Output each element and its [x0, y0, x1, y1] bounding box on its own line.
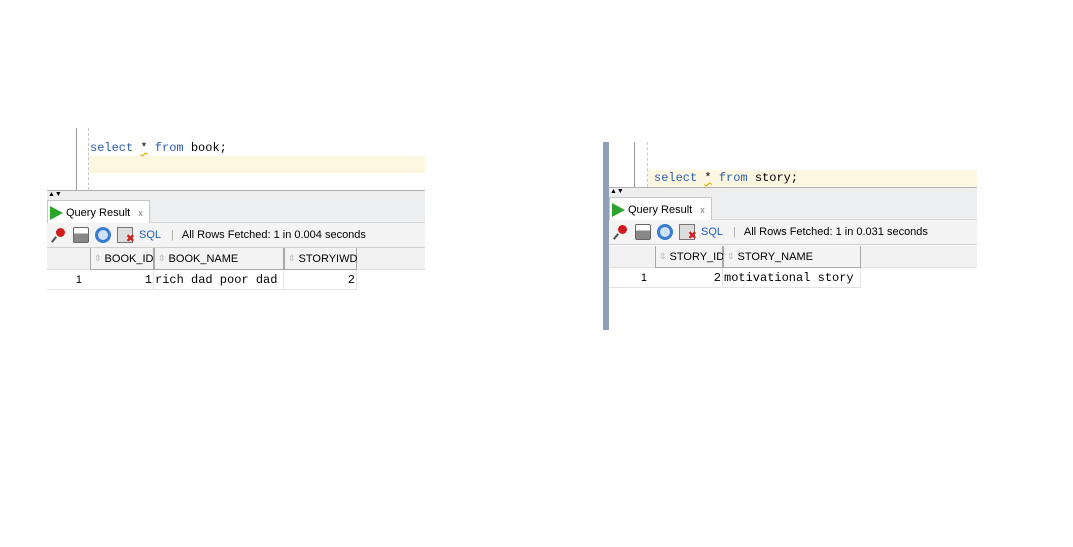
table-row[interactable]: 1 2 motivational story: [609, 268, 861, 288]
column-label: STORY_ID: [669, 250, 725, 263]
divider: |: [171, 229, 174, 241]
tab-label: Query Result: [628, 203, 693, 216]
tab-label: Query Result: [66, 206, 131, 219]
current-line-highlight: [89, 156, 425, 173]
current-line-highlight: [648, 170, 977, 187]
sort-icon: ⇳: [288, 253, 296, 263]
column-header[interactable]: ⇳STORY_ID: [655, 246, 725, 268]
pin-icon[interactable]: [51, 227, 67, 243]
sort-icon: ⇳: [94, 253, 102, 263]
column-label: STORYIWD: [298, 252, 358, 265]
table-name: story;: [747, 171, 799, 185]
delete-icon[interactable]: [679, 224, 697, 242]
sort-icon: ⇳: [158, 253, 166, 263]
column-label: BOOK_NAME: [168, 252, 239, 265]
sort-icon: ⇳: [659, 251, 667, 261]
splitter-arrows[interactable]: ▲▼: [609, 187, 977, 195]
column-header[interactable]: ⇳BOOK_ID: [90, 248, 154, 270]
table-row[interactable]: 1 1 rich dad poor dad 2: [47, 270, 357, 290]
sql-editor[interactable]: select * from story;: [609, 142, 977, 187]
left-worksheet: select * from book; ▲▼ Query Result x SQL…: [47, 128, 425, 290]
keyword: from: [718, 171, 748, 185]
sql-button[interactable]: SQL: [701, 226, 724, 238]
result-tabs: Query Result x: [47, 198, 425, 224]
cell[interactable]: motivational story: [723, 268, 861, 288]
splitter-arrows[interactable]: ▲▼: [47, 190, 425, 198]
right-worksheet: select * from story; ▲▼ Query Result x SQ…: [603, 142, 977, 330]
cell[interactable]: 1: [90, 270, 154, 290]
status-text: All Rows Fetched: 1 in 0.004 seconds: [181, 229, 366, 241]
cell[interactable]: rich dad poor dad: [154, 270, 284, 290]
refresh-icon[interactable]: [657, 224, 673, 240]
table-name: book;: [183, 141, 227, 155]
row-number: 1: [609, 268, 655, 288]
column-header[interactable]: ⇳STORYIWD: [284, 248, 357, 270]
keyword: from: [154, 141, 184, 155]
cell[interactable]: 2: [284, 270, 357, 290]
column-label: BOOK_ID: [104, 252, 154, 265]
status-text: All Rows Fetched: 1 in 0.031 seconds: [743, 226, 928, 238]
wildcard: *: [140, 141, 148, 155]
result-toolbar: SQL | All Rows Fetched: 1 in 0.031 secon…: [609, 220, 977, 245]
row-number: 1: [47, 270, 90, 290]
sql-editor[interactable]: select * from book;: [47, 128, 425, 190]
play-icon: [50, 205, 63, 220]
print-icon[interactable]: [73, 227, 89, 243]
keyword: select: [90, 141, 134, 155]
sort-icon: ⇳: [727, 251, 735, 261]
grid-header: ⇳BOOK_ID ⇳BOOK_NAME ⇳STORYIWD: [47, 248, 425, 270]
margin-line: [647, 142, 648, 187]
sql-button[interactable]: SQL: [139, 229, 162, 241]
close-icon[interactable]: x: [138, 207, 143, 218]
close-icon[interactable]: x: [700, 204, 705, 215]
column-header[interactable]: ⇳STORY_NAME: [723, 246, 861, 268]
divider: |: [733, 226, 736, 238]
gutter-line: [634, 142, 635, 187]
sql-code-line: select * from book;: [90, 141, 227, 155]
keyword: select: [654, 171, 698, 185]
delete-icon[interactable]: [117, 227, 135, 245]
play-icon: [612, 202, 625, 217]
cell[interactable]: 2: [655, 268, 723, 288]
result-toolbar: SQL | All Rows Fetched: 1 in 0.004 secon…: [47, 223, 425, 248]
result-tabs: Query Result x: [609, 195, 977, 221]
wildcard: *: [704, 171, 712, 185]
column-label: STORY_NAME: [737, 250, 813, 263]
margin-line: [88, 128, 89, 190]
tab-query-result[interactable]: Query Result x: [609, 197, 712, 221]
side-bar: [603, 142, 609, 330]
print-icon[interactable]: [635, 224, 651, 240]
column-header[interactable]: ⇳BOOK_NAME: [154, 248, 284, 270]
pin-icon[interactable]: [613, 224, 629, 240]
refresh-icon[interactable]: [95, 227, 111, 243]
sql-code-line: select * from story;: [654, 171, 798, 185]
gutter-line: [76, 128, 77, 190]
tab-query-result[interactable]: Query Result x: [47, 200, 150, 224]
grid-header: ⇳STORY_ID ⇳STORY_NAME: [609, 246, 977, 268]
